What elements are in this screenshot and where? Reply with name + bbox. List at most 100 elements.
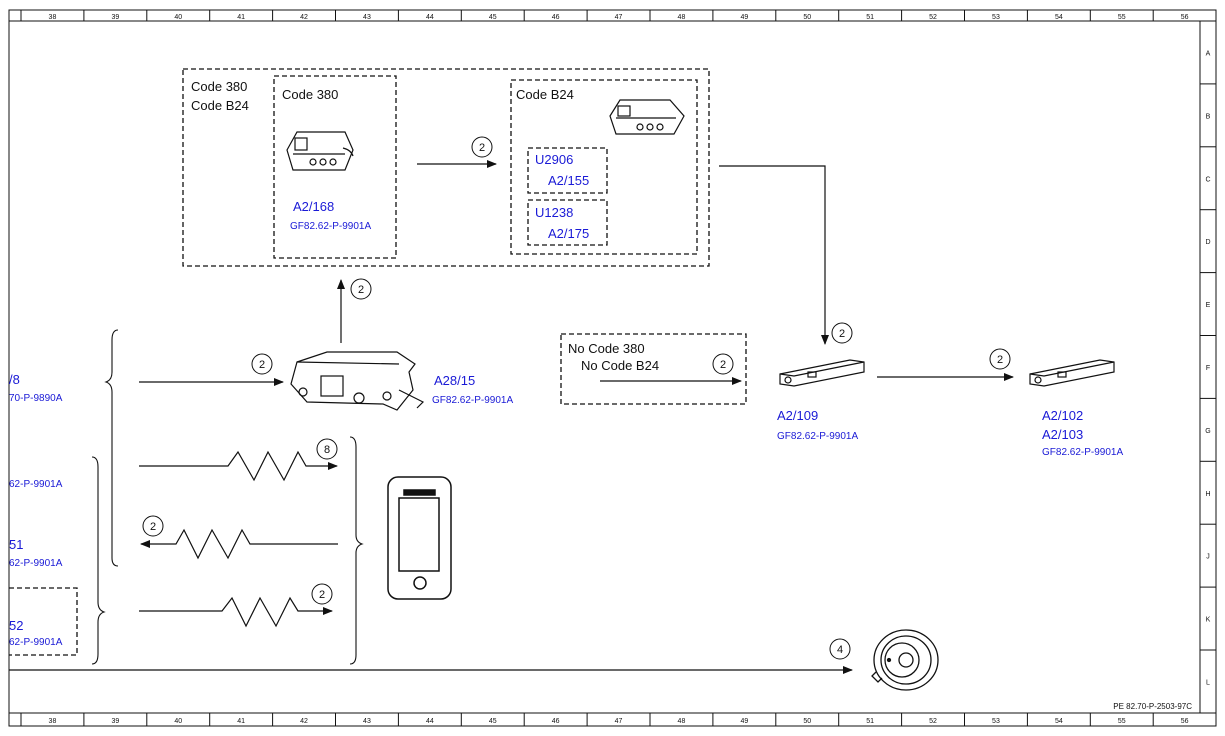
row-label: H [1205,491,1210,498]
column-label: 48 [678,718,686,725]
row-label: J [1206,554,1210,561]
drawing-frame [8,9,1217,727]
u2906-box [527,147,608,194]
wireless-arrow-lower [139,596,333,628]
column-label: 55 [1118,14,1126,21]
a2-168-label: A2/168 [293,199,334,214]
arrow-number: 2 [839,328,845,340]
arrow-number-circle [831,322,853,344]
column-label: 51 [866,718,874,725]
u1238-box [527,199,608,246]
column-label: 44 [426,718,434,725]
code-380-box [273,75,397,259]
left-item-4-box [9,587,78,656]
row-label: L [1206,679,1210,686]
column-label: 41 [237,718,245,725]
column-label: 54 [1055,718,1063,725]
arrow-number-circle [311,583,333,605]
column-label: 49 [740,14,748,21]
row-label: C [1205,176,1210,183]
column-label: 47 [615,718,623,725]
column-label: 56 [1181,718,1189,725]
a2-109-ref: GF82.62-P-9901A [777,431,858,442]
column-label: 50 [803,14,811,21]
column-ruler: 3838393940404141424243434444454546464747… [20,10,1189,726]
drawing-number: PE 82.70-P-2503-97C [1113,702,1192,711]
arrow-number: 2 [479,142,485,154]
column-label: 51 [866,14,874,21]
column-label: 52 [929,718,937,725]
column-label: 46 [552,718,560,725]
column-label: 56 [1181,14,1189,21]
column-label: 53 [992,14,1000,21]
antenna-amplifier-a2-109-icon [779,359,865,387]
right-brace [349,436,364,665]
column-label: 45 [489,14,497,21]
column-label: 48 [678,14,686,21]
column-label: 41 [237,14,245,21]
speaker-icon [871,629,939,691]
left-item-4-code: 52 [9,618,23,633]
left-item-3-ref: 62-P-9901A [9,558,63,569]
no-code-box [560,333,747,405]
column-label: 46 [552,14,560,21]
outer-box-label-2: Code B24 [191,98,249,113]
left-item-4-ref: 62-P-9901A [9,637,63,648]
arrow-number: 4 [837,644,843,656]
arrow-number: 2 [150,521,156,533]
a2-102-ref: GF82.62-P-9901A [1042,447,1123,458]
u2906-code: U2906 [535,152,573,167]
a2-102-label: A2/102 [1042,408,1083,423]
u1238-code: U1238 [535,205,573,220]
antenna-amplifier-a2-102-icon [1029,359,1115,387]
column-label: 49 [740,718,748,725]
left-item-3-code: 51 [9,537,23,552]
row-label: K [1206,617,1211,624]
no-code-label-1: No Code 380 [568,341,645,356]
left-brace-lower [91,456,106,665]
column-label: 47 [615,14,623,21]
row-label: E [1206,302,1211,309]
wireless-arrow-to-phone [139,450,338,482]
arrow-number-circle [712,353,734,375]
arrow-number-circle [251,353,273,375]
arrow-number-circle [350,278,372,300]
column-label: 43 [363,14,371,21]
arrow-number-circle [989,348,1011,370]
arrow-number-circle [471,136,493,158]
arrow-number: 2 [720,359,726,371]
column-label: 45 [489,718,497,725]
arrow-number-circle [829,638,851,660]
column-label: 50 [803,718,811,725]
a28-15-label: A28/15 [434,373,475,388]
left-item-1-ref: 70-P-9890A [9,393,63,404]
arrow-number: 8 [324,444,330,456]
column-label: 42 [300,14,308,21]
outer-box-label-1: Code 380 [191,79,247,94]
control-unit-a2-168-icon [286,131,354,171]
a2-175-label: A2/175 [548,226,589,241]
column-label: 43 [363,718,371,725]
row-label: G [1205,428,1210,435]
arrow-number-circle [316,438,338,460]
left-brace-upper [104,329,119,567]
column-label: 39 [111,718,119,725]
no-code-label-2: No Code B24 [581,358,659,373]
left-item-2-ref: 62-P-9901A [9,479,63,490]
row-label: D [1205,239,1210,246]
a28-15-ref: GF82.62-P-9901A [432,395,513,406]
wireless-arrow-from-phone [140,528,338,560]
code-b24-title: Code B24 [516,87,574,102]
code-380-title: Code 380 [282,87,338,102]
mobile-phone-icon [387,476,452,600]
a2-109-label: A2/109 [777,408,818,423]
a2-103-label: A2/103 [1042,427,1083,442]
arrow-number: 2 [358,284,364,296]
a2-155-label: A2/155 [548,173,589,188]
outer-code-box [182,68,710,267]
arrow-b24-to-a2-109 [719,165,829,345]
arrow-number: 2 [259,359,265,371]
left-item-1-code: /8 [9,372,20,387]
